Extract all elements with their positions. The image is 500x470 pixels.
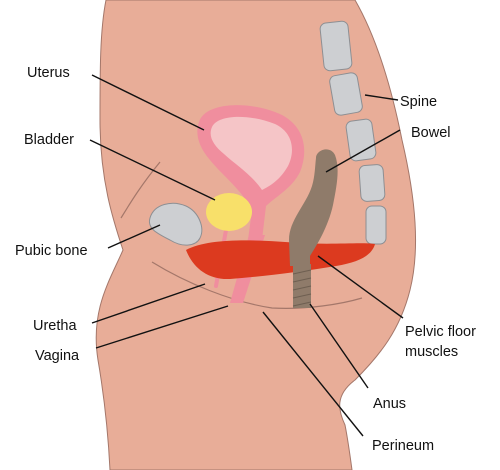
- pubic-bone: [148, 202, 203, 246]
- leader-pelvic-floor: [317, 255, 404, 319]
- leader-anus: [309, 303, 369, 389]
- uterus-cavity: [210, 116, 292, 190]
- label-spine: Spine: [400, 94, 437, 110]
- label-pelvic-floor-line1: Pelvic floor: [405, 324, 476, 340]
- leader-uterus: [91, 74, 205, 131]
- leader-pubic-bone: [107, 224, 161, 249]
- leader-bladder: [89, 139, 216, 201]
- vertebra-1: [319, 20, 353, 72]
- label-perineum: Perineum: [372, 438, 434, 454]
- vertebra-3: [345, 118, 377, 162]
- leader-bowel: [325, 129, 401, 173]
- leader-uretha: [91, 283, 206, 324]
- skin-fold-lower: [151, 261, 363, 309]
- skin-fold-upper: [120, 161, 161, 219]
- label-anus: Anus: [373, 396, 406, 412]
- label-bowel: Bowel: [411, 125, 451, 141]
- leader-perineum: [262, 311, 364, 437]
- anal-sphincter-stripes: [292, 269, 312, 307]
- label-vagina: Vagina: [35, 348, 80, 364]
- leader-spine: [364, 94, 399, 101]
- label-pubic-bone: Pubic bone: [15, 243, 88, 259]
- vertebra-2: [329, 72, 363, 116]
- pelvic-floor-muscles: [186, 240, 375, 280]
- leader-vagina: [95, 305, 229, 349]
- label-pelvic-floor-line2: muscles: [405, 344, 458, 360]
- bowel: [289, 149, 338, 266]
- vertebra-4: [358, 164, 386, 202]
- label-uterus: Uterus: [27, 65, 70, 81]
- label-bladder: Bladder: [24, 132, 74, 148]
- label-uretha: Uretha: [33, 318, 77, 334]
- bladder: [206, 193, 252, 231]
- vertebra-5: [365, 205, 387, 245]
